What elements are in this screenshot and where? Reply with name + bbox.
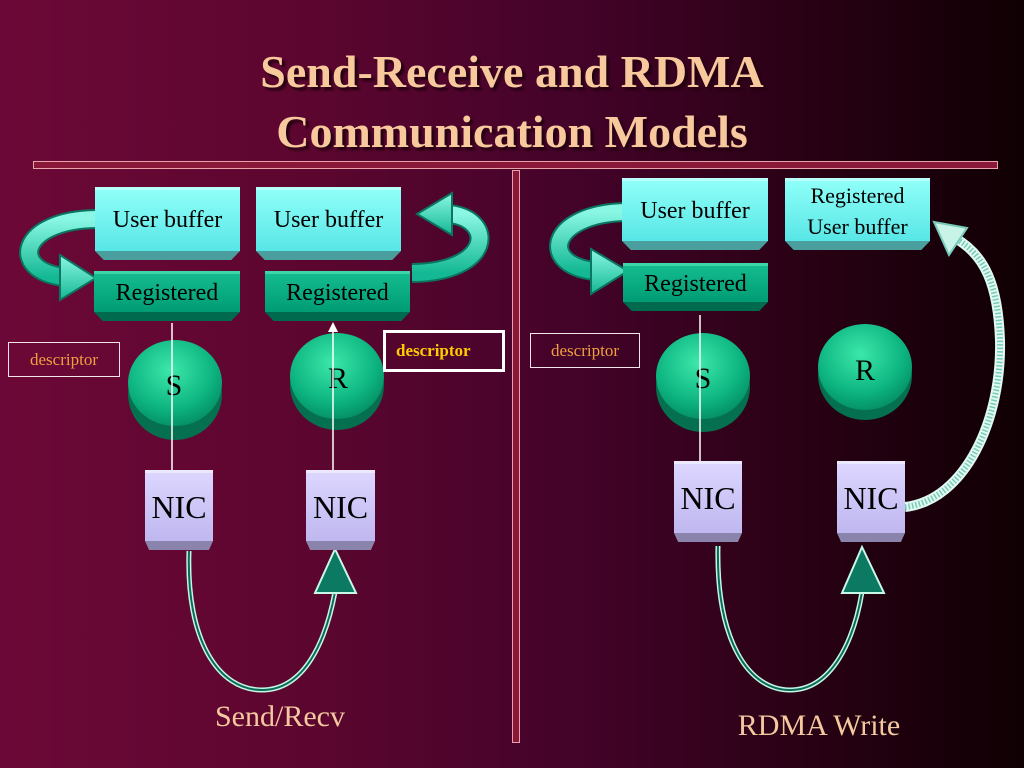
node-disc-top bbox=[290, 333, 384, 419]
registered-buffer-sendrecv-receiver: Registered bbox=[265, 271, 410, 321]
registered-buffer-sendrecv-sender: Registered bbox=[94, 271, 240, 321]
box-label: NIC bbox=[312, 488, 369, 525]
box-face: Registered bbox=[623, 263, 768, 302]
loop-arrow-head bbox=[590, 247, 630, 296]
copy-loop-arrow-rdma-sender bbox=[549, 202, 630, 296]
box-bevel bbox=[837, 533, 905, 542]
horizontal-divider bbox=[33, 161, 998, 169]
arrow-curve bbox=[716, 545, 863, 692]
node-disc-top bbox=[656, 333, 750, 419]
nic-rdma-sender: NIC bbox=[674, 461, 742, 542]
loop-arrow-band bbox=[551, 204, 626, 279]
arrow-head bbox=[328, 322, 338, 332]
arrow-curve bbox=[187, 550, 336, 692]
box-label: User buffer bbox=[640, 197, 750, 224]
arrow-head bbox=[840, 544, 886, 594]
nic-rdma-receiver: NIC bbox=[837, 461, 905, 542]
box-label: NIC bbox=[680, 480, 736, 516]
box-face: User buffer bbox=[256, 187, 401, 251]
box-bevel bbox=[785, 241, 930, 250]
box-bevel bbox=[256, 251, 401, 260]
copy-loop-arrow-sendrecv-sender bbox=[19, 209, 98, 302]
node-label: R bbox=[855, 354, 875, 387]
dma-arrow-sendrecv-receiver bbox=[328, 322, 338, 470]
loop-arrow-head bbox=[59, 253, 98, 302]
box-face: Registered bbox=[265, 271, 410, 312]
node-s-rdma: S bbox=[656, 333, 750, 432]
rdma-direct-write-arrow bbox=[904, 220, 1006, 512]
box-face: Registered User buffer bbox=[785, 178, 930, 241]
network-arrow-sendrecv bbox=[186, 546, 358, 693]
box-face: User buffer bbox=[622, 178, 768, 241]
box-bevel bbox=[95, 251, 240, 260]
box-bevel bbox=[623, 302, 768, 311]
node-r-rdma: R bbox=[818, 324, 912, 420]
box-face: NIC bbox=[674, 461, 742, 533]
loop-arrow-head bbox=[415, 191, 453, 237]
descriptor-sendrecv-sender: descriptor bbox=[8, 342, 120, 377]
user-buffer-sendrecv-sender: User buffer bbox=[95, 187, 240, 260]
vertical-divider bbox=[512, 170, 520, 743]
registered-user-buffer-rdma-receiver: Registered User buffer bbox=[785, 178, 930, 250]
loop-arrow-band bbox=[21, 211, 97, 285]
loop-arrow-band bbox=[411, 206, 488, 281]
node-r-sendrecv: R bbox=[290, 333, 384, 430]
box-bevel bbox=[265, 312, 410, 321]
box-label: Registered bbox=[286, 279, 389, 306]
box-label: NIC bbox=[151, 488, 207, 525]
caption-rdma-write: RDMA Write bbox=[737, 709, 901, 742]
box-label: Registered bbox=[644, 270, 747, 297]
box-face: NIC bbox=[837, 461, 905, 533]
box-label-line-2: User buffer bbox=[807, 214, 908, 239]
box-face: Registered bbox=[94, 271, 240, 312]
arrow-tube-hatch bbox=[904, 235, 1004, 510]
box-face: NIC bbox=[145, 470, 213, 541]
box-bevel bbox=[674, 533, 742, 542]
node-disc-top bbox=[128, 340, 222, 426]
arrow-curve-outline bbox=[715, 545, 865, 693]
box-label: Registered bbox=[115, 279, 219, 306]
descriptor-rdma-sender: descriptor bbox=[530, 333, 640, 368]
node-label: S bbox=[166, 369, 183, 402]
nic-sendrecv-receiver: NIC bbox=[306, 470, 375, 550]
box-bevel bbox=[622, 241, 768, 250]
nic-sendrecv-sender: NIC bbox=[145, 470, 213, 550]
arrow-tube-outline bbox=[904, 233, 1006, 512]
box-label: User buffer bbox=[273, 207, 384, 233]
title-line-2: Communication Models bbox=[276, 106, 748, 157]
arrow-head bbox=[932, 220, 969, 258]
box-bevel bbox=[306, 541, 375, 550]
node-label: S bbox=[695, 362, 712, 395]
descriptor-sendrecv-receiver: descriptor bbox=[383, 330, 505, 372]
box-face: User buffer bbox=[95, 187, 240, 251]
user-buffer-rdma-sender: User buffer bbox=[622, 178, 768, 250]
network-arrow-rdma bbox=[715, 544, 886, 693]
copy-loop-arrow-sendrecv-receiver bbox=[411, 191, 490, 283]
box-bevel bbox=[145, 541, 213, 550]
box-face: NIC bbox=[306, 470, 375, 541]
registered-buffer-rdma-sender: Registered bbox=[623, 263, 768, 311]
box-label-line-1: Registered bbox=[810, 183, 905, 208]
box-label: NIC bbox=[843, 480, 899, 516]
box-bevel bbox=[94, 312, 240, 321]
arrow-curve-outline bbox=[186, 550, 338, 693]
title-line-1: Send-Receive and RDMA bbox=[260, 46, 764, 97]
node-disc-top bbox=[818, 324, 912, 410]
arrow-head bbox=[313, 546, 358, 594]
caption-send-recv: Send/Recv bbox=[215, 700, 345, 733]
node-s-sendrecv: S bbox=[128, 340, 222, 440]
box-label: User buffer bbox=[112, 207, 223, 233]
user-buffer-sendrecv-receiver: User buffer bbox=[256, 187, 401, 260]
node-label: R bbox=[328, 362, 348, 395]
